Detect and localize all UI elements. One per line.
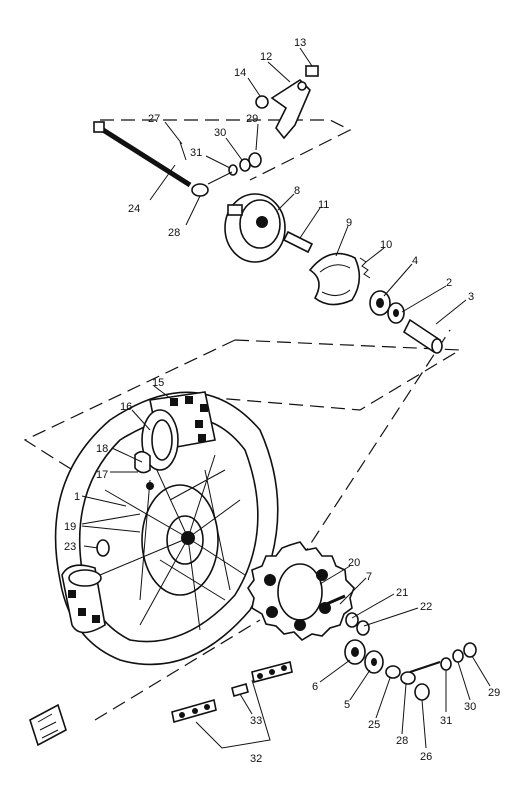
- callout-2: 2: [446, 277, 452, 289]
- callout-16: 16: [120, 401, 132, 413]
- callout-1: 1: [74, 491, 80, 503]
- hub-bearing: [369, 290, 405, 324]
- callout-30: 30: [214, 127, 226, 139]
- callout-3: 3: [468, 291, 474, 303]
- callout-27: 27: [148, 113, 160, 125]
- rear-wheel: [54, 391, 279, 666]
- callout-20: 20: [348, 557, 360, 569]
- valve-stem: [96, 539, 110, 557]
- callout-5: 5: [344, 699, 350, 711]
- tire-section-upper: [141, 391, 216, 471]
- callout-30-lower: 30: [464, 701, 476, 713]
- callout-labels: 13 12 14 27 30 29 31 24 28 8 11 9 10 4 2…: [64, 37, 500, 765]
- callout-19: 19: [64, 521, 76, 533]
- callout-10: 10: [380, 239, 392, 251]
- spacer-tube: [402, 318, 443, 354]
- brake-cam: [282, 230, 314, 254]
- callout-4: 4: [412, 255, 418, 267]
- callout-12: 12: [260, 51, 272, 63]
- callout-8: 8: [294, 185, 300, 197]
- rim-band: [134, 450, 154, 490]
- sprocket-bolts: [321, 594, 370, 636]
- drive-chain: [171, 661, 293, 724]
- callout-6: 6: [312, 681, 318, 693]
- brake-lever-arm: [228, 65, 319, 176]
- callout-29-lower: 29: [488, 687, 500, 699]
- callout-32: 32: [250, 753, 262, 765]
- brake-spring: [359, 257, 371, 279]
- callout-29: 29: [246, 113, 258, 125]
- callout-14: 14: [234, 67, 246, 79]
- axle-hardware: [385, 642, 477, 701]
- tire-section-lower: [61, 564, 106, 634]
- manufacturer-logo: [29, 703, 67, 747]
- callout-13: 13: [294, 37, 306, 49]
- callout-21: 21: [396, 587, 408, 599]
- brake-shoes: [308, 252, 361, 306]
- callout-28: 28: [168, 227, 180, 239]
- brake-panel: [224, 193, 286, 263]
- callout-9: 9: [346, 217, 352, 229]
- callout-31: 31: [190, 147, 202, 159]
- callout-11: 11: [318, 199, 329, 211]
- callout-18: 18: [96, 443, 108, 455]
- callout-7: 7: [366, 571, 372, 583]
- collar-washer: [191, 171, 233, 197]
- callout-23: 23: [64, 541, 76, 553]
- callout-25-left: 25: [368, 719, 380, 731]
- callout-17: 17: [96, 469, 108, 481]
- callout-33: 33: [250, 715, 262, 727]
- callout-24: 24: [128, 203, 140, 215]
- callout-26: 26: [420, 751, 432, 763]
- callout-leaders: [81, 47, 491, 749]
- callout-22: 22: [420, 601, 432, 613]
- sprocket-side-bearing: [344, 639, 384, 674]
- rear-sprocket: [247, 541, 355, 642]
- callout-31-lower: 31: [440, 715, 452, 727]
- callout-28-lower: 28: [396, 735, 408, 747]
- axle-shaft: [93, 121, 192, 188]
- callout-15: 15: [152, 377, 164, 389]
